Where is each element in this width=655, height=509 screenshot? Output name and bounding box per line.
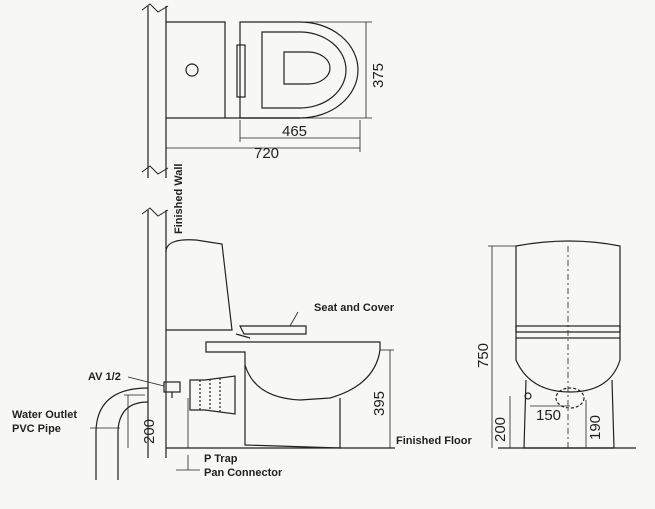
dim-375: 375 xyxy=(370,63,387,88)
label-water-outlet: Water Outlet xyxy=(12,409,77,421)
label-finished-wall: Finished Wall xyxy=(173,164,185,235)
label-pan-connector: Pan Connector xyxy=(204,467,283,479)
tank-top-outline xyxy=(166,21,226,119)
bowl-top-outline xyxy=(239,21,359,119)
tank-side-outline xyxy=(165,239,233,331)
tank-front-outline xyxy=(515,240,621,333)
dim-150: 150 xyxy=(536,407,561,424)
dim-200-front: 200 xyxy=(492,417,509,442)
seat-side xyxy=(239,325,307,335)
front-view xyxy=(488,240,636,449)
label-av: AV 1/2 xyxy=(88,371,121,383)
dim-395: 395 xyxy=(371,391,388,416)
dim-465: 465 xyxy=(282,123,307,140)
flush-button xyxy=(185,63,199,77)
label-seat-cover: Seat and Cover xyxy=(314,302,395,314)
label-p-trap: P Trap xyxy=(204,453,238,465)
water-outlet-pipe xyxy=(95,387,149,480)
label-finished-floor: Finished Floor xyxy=(396,435,472,447)
dim-750: 750 xyxy=(475,343,492,368)
side-view xyxy=(90,207,395,480)
label-pvc-pipe: PVC Pipe xyxy=(12,423,61,435)
pan-connector xyxy=(189,375,236,415)
dim-200-side: 200 xyxy=(141,419,158,444)
dim-720: 720 xyxy=(254,145,279,162)
bowl-front-outline xyxy=(515,338,621,393)
bowl-side-outline xyxy=(205,341,381,401)
top-view xyxy=(141,3,372,178)
dim-190: 190 xyxy=(587,415,604,440)
